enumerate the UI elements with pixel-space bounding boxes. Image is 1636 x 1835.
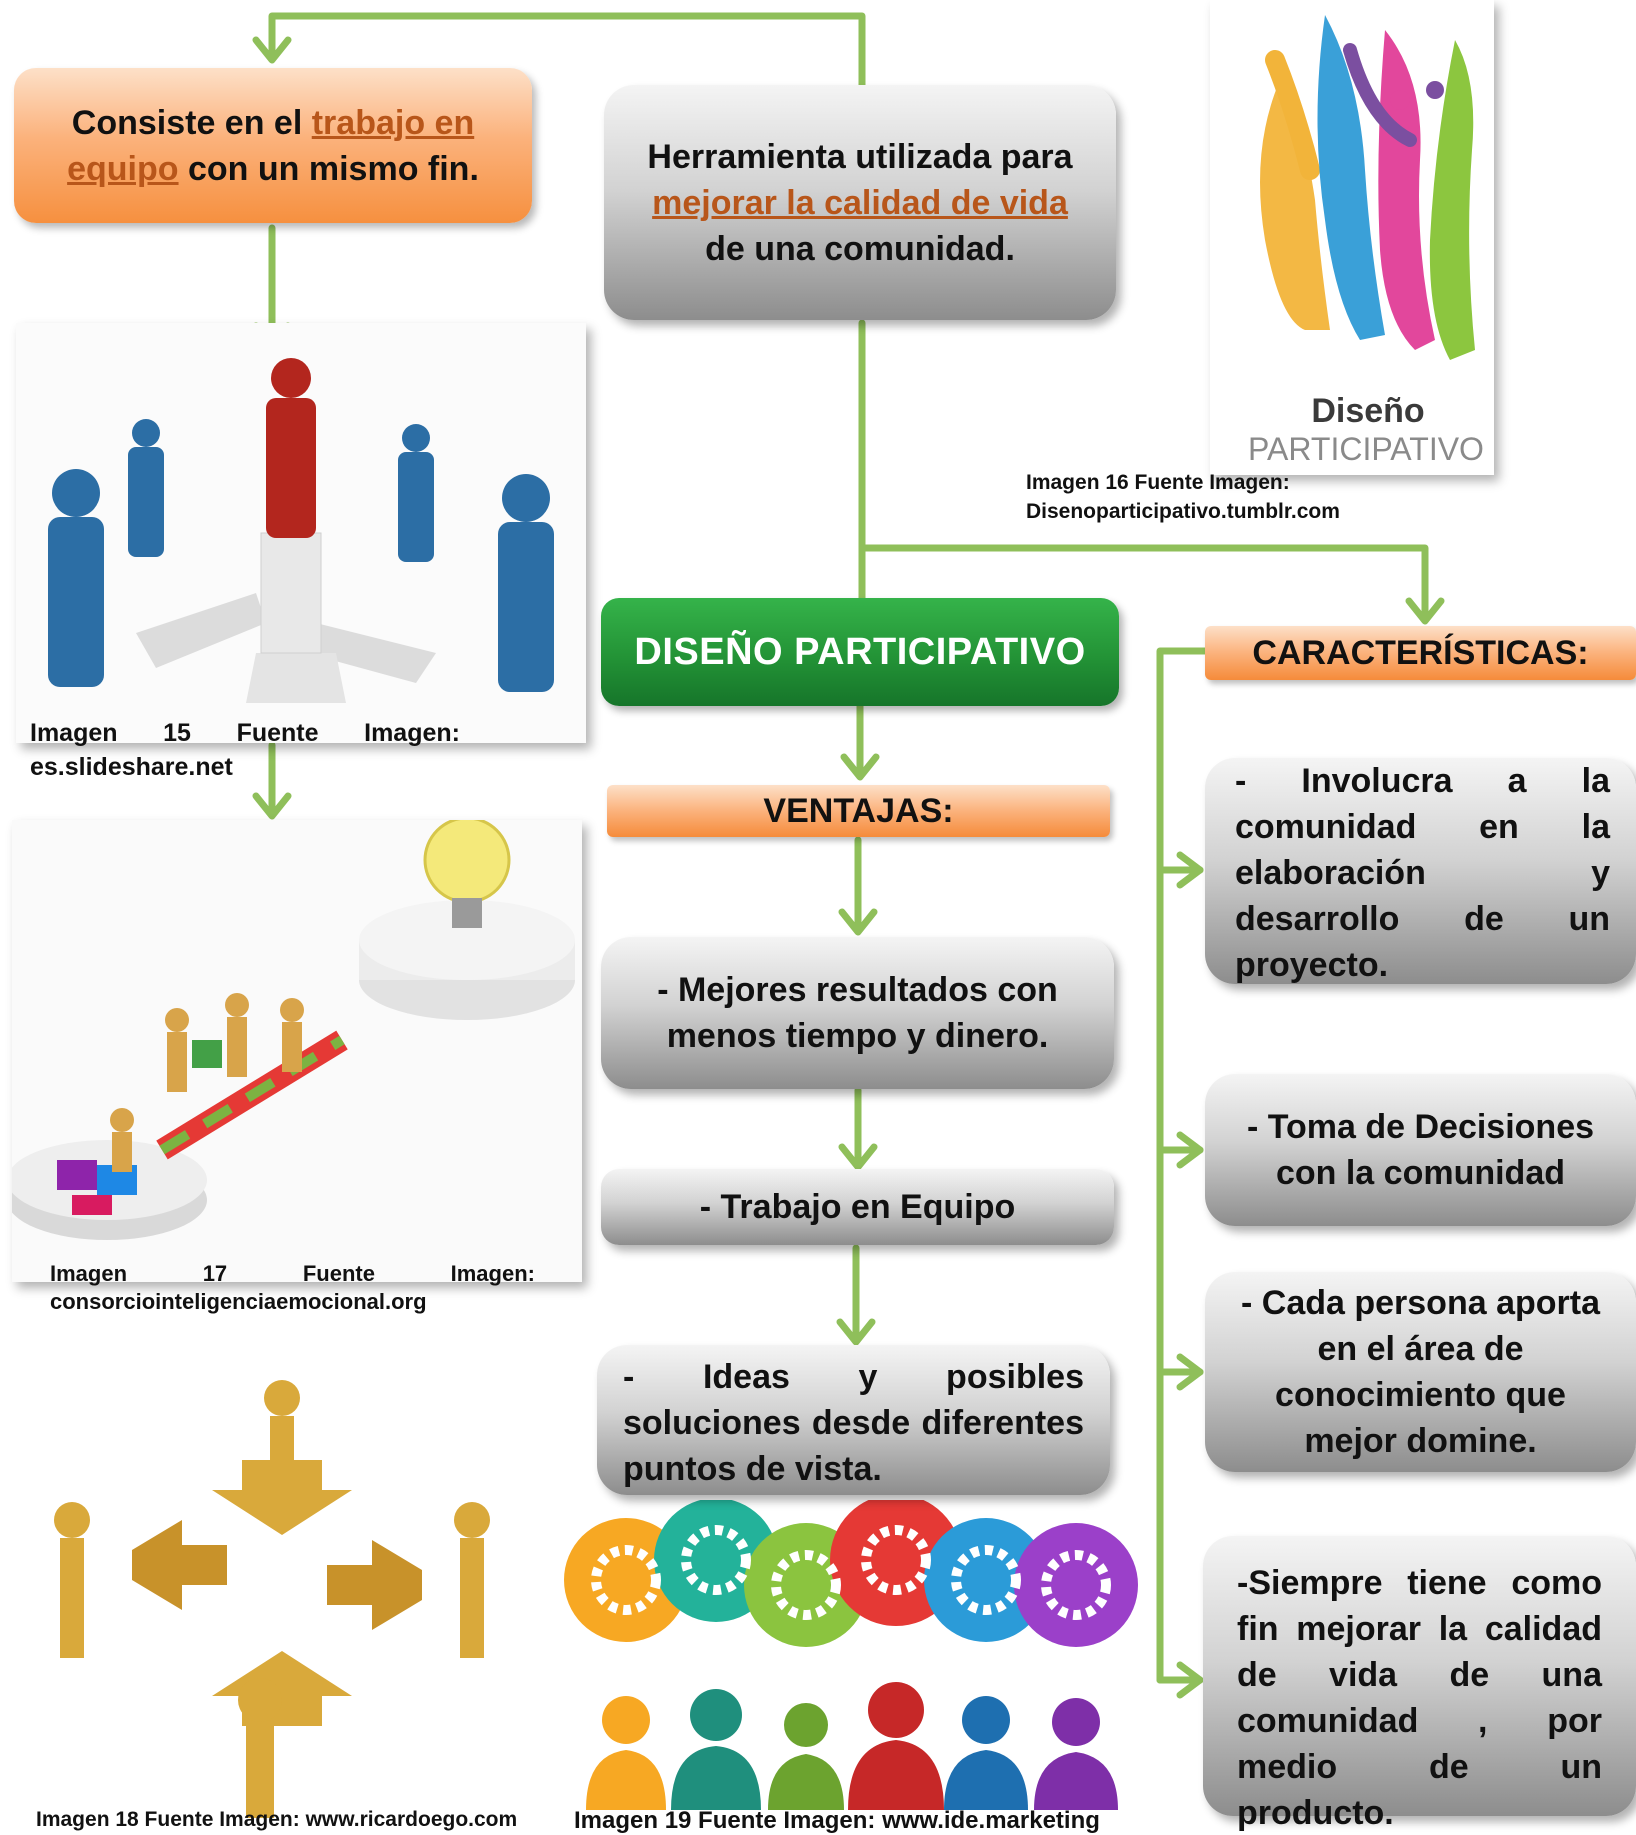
- caption-17-w3: Fuente: [302, 1261, 375, 1286]
- ventaja-item-2-text: - Trabajo en Equipo: [699, 1188, 1016, 1226]
- caption-16-line2: Disenoparticipativo.tumblr.com: [1026, 500, 1340, 523]
- ventaja-item-1: - Mejores resultados con menos tiempo y …: [601, 937, 1114, 1089]
- caracteristica-item-4: -Siempre tiene como fin mejorar la calid…: [1203, 1536, 1636, 1832]
- main-title-text: DISEÑO PARTICIPATIVO: [634, 631, 1086, 673]
- logo-word-diseno: Diseño: [1311, 392, 1424, 430]
- caption-image-16: Imagen 16 Fuente Imagen: Disenoparticipa…: [1026, 468, 1340, 526]
- caracteristica-item-4-text: -Siempre tiene como fin mejorar la calid…: [1237, 1564, 1602, 1832]
- caracteristica-item-3: - Cada persona aporta en el área de cono…: [1205, 1272, 1636, 1472]
- ventajas-heading: VENTAJAS:: [607, 785, 1110, 837]
- caption-17-w4: Imagen:: [450, 1261, 535, 1286]
- purpose-box: Herramienta utilizada para mejorar la ca…: [604, 85, 1116, 320]
- caracteristicas-heading-text: CARACTERÍSTICAS:: [1252, 633, 1589, 672]
- definition-box: Consiste en el trabajo en equipo con un …: [14, 68, 532, 223]
- team-leader-illustration: [16, 323, 586, 743]
- caption-17-w2: 17: [202, 1261, 228, 1286]
- caracteristica-item-1-text: - Involucra a la comunidad en la elabora…: [1235, 762, 1610, 984]
- caracteristica-item-2: - Toma de Decisiones con la comunidad: [1205, 1074, 1636, 1226]
- golden-arrows-illustration: [42, 1370, 510, 1818]
- ventaja-item-1-text: - Mejores resultados con menos tiempo y …: [657, 971, 1058, 1055]
- caption-image-15: Imagen 15 Fuente Imagen: es.slideshare.n…: [30, 716, 460, 784]
- puzzle-bridge-image: [12, 820, 582, 1282]
- caption-image-19: Imagen 19 Fuente Imagen: www.ide.marketi…: [574, 1807, 1100, 1834]
- caption-16-line1: Imagen 16 Fuente Imagen:: [1026, 471, 1290, 494]
- caracteristica-item-3-text: - Cada persona aporta en el área de cono…: [1241, 1284, 1600, 1460]
- purpose-suffix: de una comunidad.: [705, 229, 1015, 268]
- caption-15-line2: es.slideshare.net: [30, 753, 233, 781]
- caracteristica-item-2-text: - Toma de Decisiones con la comunidad: [1246, 1108, 1595, 1192]
- purpose-link[interactable]: mejorar la calidad de vida: [652, 183, 1068, 222]
- caption-15-w3: Fuente: [236, 719, 319, 747]
- definition-suffix: con un mismo fin.: [178, 149, 479, 188]
- caracteristicas-heading: CARACTERÍSTICAS:: [1205, 626, 1636, 680]
- caption-image-18: Imagen 18 Fuente Imagen: www.ricardoego.…: [36, 1808, 518, 1831]
- definition-link[interactable]: trabajo en equipo: [67, 103, 475, 188]
- golden-figures-image: [42, 1370, 510, 1818]
- gears-people-image: [556, 1500, 1156, 1810]
- puzzle-lightbulb-illustration: [12, 820, 582, 1282]
- purpose-prefix: Herramienta utilizada para: [647, 137, 1073, 176]
- gears-team-illustration: [556, 1500, 1156, 1810]
- ventaja-item-3: - Ideas y posibles soluciones desde dife…: [597, 1345, 1110, 1495]
- ventaja-item-3-text: - Ideas y posibles soluciones desde dife…: [623, 1358, 1084, 1488]
- caption-17-w1: Imagen: [50, 1261, 128, 1286]
- main-title: DISEÑO PARTICIPATIVO: [601, 598, 1119, 706]
- logo-image-diseno-participativo: Diseño PARTICIPATIVO: [1210, 0, 1494, 475]
- caracteristica-item-1: - Involucra a la comunidad en la elabora…: [1205, 758, 1636, 984]
- definition-prefix: Consiste en el: [71, 103, 312, 142]
- ventaja-item-2: - Trabajo en Equipo: [601, 1169, 1114, 1245]
- caption-15-w2: 15: [163, 719, 191, 747]
- caption-15-w4: Imagen:: [364, 719, 460, 747]
- ventajas-heading-text: VENTAJAS:: [763, 791, 954, 830]
- caption-17-line2: consorciointeligenciaemocional.org: [50, 1289, 427, 1314]
- caption-15-w1: Imagen: [30, 719, 118, 747]
- logo-word-participativo: PARTICIPATIVO: [1248, 431, 1484, 467]
- team-figures-image: [16, 323, 586, 743]
- caption-image-17: Imagen 17 Fuente Imagen: consorciointeli…: [50, 1260, 535, 1316]
- raised-hands-logo-illustration: Diseño PARTICIPATIVO: [1248, 15, 1484, 467]
